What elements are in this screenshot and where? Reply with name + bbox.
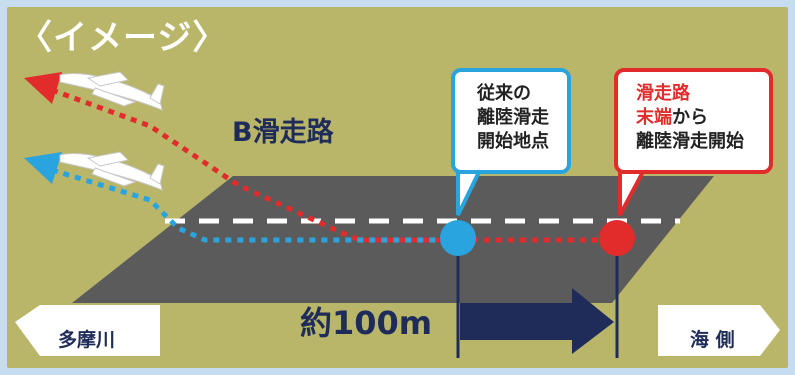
right-direction-label: 海 側 xyxy=(690,329,735,351)
new-start-marker xyxy=(599,220,635,256)
left-direction-label: 多摩川 xyxy=(58,329,116,351)
callout-text: から xyxy=(672,107,708,128)
callout-line: 離陸滑走 xyxy=(477,107,549,128)
red-flight-path xyxy=(51,87,610,243)
left-direction-pennant xyxy=(15,305,160,356)
conventional-start-marker xyxy=(440,220,476,256)
blue-arrowhead xyxy=(24,152,62,184)
callout-line: 末端から xyxy=(636,106,755,130)
callout-red-text: 末端 xyxy=(636,107,672,128)
blue-flight-path xyxy=(51,167,455,243)
callout-line: 従来の xyxy=(477,83,531,104)
runway-name: B滑走路 xyxy=(232,117,334,148)
right-direction-pennant xyxy=(658,305,780,356)
callout-line: 開始地点 xyxy=(477,131,549,152)
callout-conventional-start: 従来の 離陸滑走 開始地点 xyxy=(451,68,571,174)
callout-new-start: 滑走路 末端から 離陸滑走開始 xyxy=(614,68,773,174)
page-title: 〈イメージ〉 xyxy=(18,18,228,58)
distance-arrow xyxy=(460,288,614,354)
airplane-icon-upper xyxy=(59,71,165,111)
callout-line: 滑走路 xyxy=(636,83,690,104)
callout-line: 離陸滑走開始 xyxy=(636,131,744,152)
distance-label: 約100m xyxy=(300,304,433,342)
airplane-icon-lower xyxy=(59,151,165,191)
red-arrowhead xyxy=(24,72,62,104)
